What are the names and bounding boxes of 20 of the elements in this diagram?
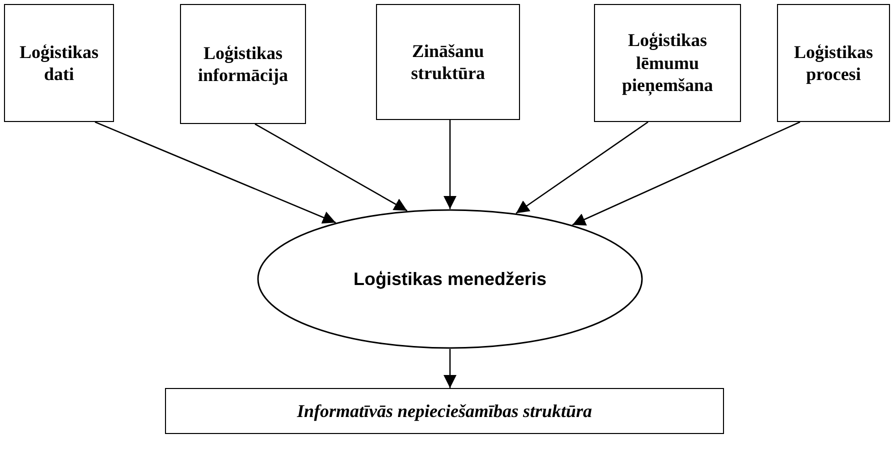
arrow [444,349,456,388]
process-box [4,4,114,122]
node-label: Loģistikas lēmumu pieņemšana [620,29,714,97]
process-box [376,4,520,120]
arrow [516,121,648,214]
process-box [165,388,724,434]
node-label: Loģistikas dati [18,40,100,86]
arrow [254,123,408,212]
process-box [594,4,741,122]
ellipse-node [257,209,643,349]
arrow [94,121,336,224]
node-label: Loģistikas procesi [792,40,874,86]
node-label: Zināšanu struktūra [410,40,486,84]
process-box [777,4,890,122]
arrow [572,121,800,226]
arrow [444,120,456,209]
node-label: Informatīvās nepieciešamības struktūra [296,400,592,422]
node-label: Loģistikas menedžeris [353,268,547,290]
process-box [180,4,306,124]
node-label: Loģistikas informācija [197,42,289,86]
